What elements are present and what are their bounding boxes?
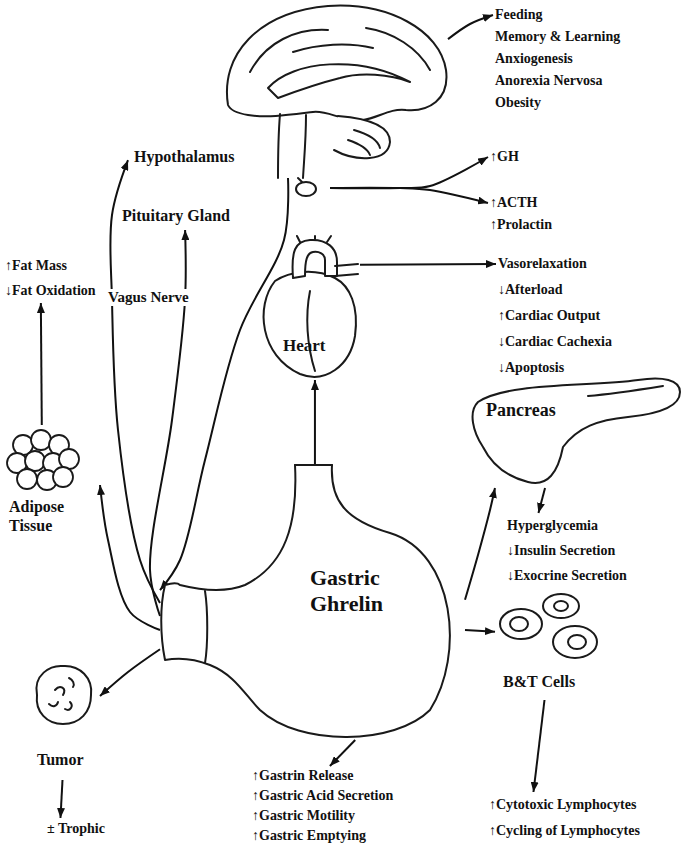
effect-text: Obesity [495, 92, 620, 114]
effect-list: FeedingMemory & LearningAnxiogenesisAnor… [493, 4, 622, 114]
adipose-tissue: Adipose Tissue [3, 425, 100, 545]
organ-outline [255, 236, 360, 380]
effect-text: ↓Fat Oxidation [5, 278, 96, 303]
effect-arrow [465, 488, 495, 600]
organ-stroke [278, 114, 306, 178]
effect-text: Vasorelaxation [498, 251, 612, 277]
nerve-label: Vagus Nerve [106, 289, 191, 306]
effect-text: ↓Insulin Secretion [507, 538, 627, 563]
effect-arrow [330, 188, 488, 203]
effect-arrow [330, 157, 488, 188]
effect-list: ↑Cytotoxic Lymphocytes↑Cycling of Lympho… [487, 792, 642, 844]
organ-label: Adipose Tissue [9, 497, 97, 535]
fat-cell [53, 467, 73, 487]
organ-label: Pancreas [486, 400, 556, 422]
lymphocyte-cells: B&T Cells [495, 590, 605, 700]
effect-list: ↑Gastrin Release↑Gastric Acid Secretion↑… [250, 766, 395, 846]
effect-text: ↑Cycling of Lymphocytes [489, 818, 640, 844]
effect-text: ↓Exocrine Secretion [507, 563, 627, 588]
fat-cell [59, 449, 79, 469]
effect-text: ↓Cardiac Cachexia [498, 329, 612, 355]
organ-stroke [293, 240, 337, 278]
organ-label: Gastric Ghrelin [310, 565, 420, 618]
effect-text: Anorexia Nervosa [495, 70, 620, 92]
organ-stroke [298, 178, 302, 182]
effect-arrow [100, 485, 160, 630]
organ-stroke [36, 666, 91, 724]
effect-arrow [533, 700, 544, 792]
effect-text: Feeding [495, 4, 620, 26]
organ-stroke [297, 236, 358, 276]
effect-arrow [160, 178, 288, 590]
effect-arrow [100, 649, 160, 696]
organ-label: B&T Cells [503, 672, 575, 691]
effect-list: ± Trophic [45, 818, 107, 840]
organ-stroke [296, 182, 316, 196]
effect-text: ↓Apoptosis [498, 355, 612, 381]
organ-stroke [307, 291, 315, 371]
organ-stroke [334, 116, 390, 158]
effect-text: ↑Fat Mass [5, 253, 96, 278]
fat-cell [31, 430, 51, 450]
organ-stroke [510, 617, 528, 631]
organ-stroke [348, 130, 380, 155]
effect-text: ↑Gastrin Release [252, 766, 393, 786]
organ-label: Hypothalamus [134, 147, 234, 166]
effect-text: ↑Cytotoxic Lymphocytes [489, 792, 640, 818]
effect-text: ↑Cardiac Output [498, 303, 612, 329]
effect-text: ± Trophic [47, 818, 105, 840]
effect-text: ↑Gastric Motility [252, 806, 393, 826]
fat-cell [25, 451, 45, 471]
effect-text: ↑Gastric Emptying [252, 826, 393, 846]
heart-organ: Heart [255, 236, 360, 380]
effect-list: ↑ACTH↑Prolactin [488, 192, 554, 236]
effect-arrow [360, 263, 496, 266]
effect-list: Vasorelaxation↓Afterload↑Cardiac Output↓… [496, 251, 614, 381]
effect-arrow [465, 630, 495, 632]
effect-list: Hyperglycemia↓Insulin Secretion↓Exocrine… [505, 513, 629, 588]
organ-stroke [264, 272, 356, 377]
effect-arrow [538, 488, 545, 513]
organ-stroke [49, 678, 74, 710]
organ-stroke [568, 635, 586, 649]
effect-text: Memory & Learning [495, 26, 620, 48]
fat-cell [17, 469, 37, 489]
effect-arrow [60, 780, 62, 818]
effect-list: ↑Fat Mass↓Fat Oxidation [3, 253, 98, 303]
effect-text: ↑ACTH [490, 192, 552, 214]
organ-outline [468, 372, 682, 488]
effect-text: ↓Afterload [498, 277, 612, 303]
tumor-mass: Tumor [25, 660, 100, 780]
organ-stroke [268, 64, 410, 98]
organ-stroke [250, 28, 430, 72]
organ-stroke [227, 6, 447, 121]
organ-label: Pituitary Gland [122, 206, 230, 225]
hypothalamus-brain: Hypothalamus [128, 0, 448, 178]
stomach-organ: Gastric Ghrelin [160, 465, 465, 740]
organ-stroke [500, 609, 542, 639]
effect-arrow [330, 740, 355, 766]
organ-stroke [205, 465, 332, 663]
organ-stroke [588, 386, 663, 396]
effect-arrow [448, 15, 493, 39]
effect-text: Hyperglycemia [507, 513, 627, 538]
effect-arrow [40, 303, 43, 425]
organ-stroke [161, 465, 450, 737]
organ-stroke [543, 594, 579, 618]
organ-stroke [554, 601, 568, 611]
pituitary-gland: Pituitary Gland [120, 178, 330, 230]
effect-text: ↑Prolactin [490, 214, 552, 236]
pancreas-organ: Pancreas [468, 372, 682, 488]
effect-text: Anxiogenesis [495, 48, 620, 70]
effect-arrow [314, 380, 316, 465]
effect-text: ↑GH [490, 146, 519, 168]
organ-label: Heart [283, 336, 325, 356]
organ-label: Tumor [37, 750, 84, 769]
organ-stroke [553, 626, 597, 658]
effect-list: ↑GH [488, 146, 521, 168]
effect-text: ↑Gastric Acid Secretion [252, 786, 393, 806]
organ-stroke [473, 379, 680, 483]
